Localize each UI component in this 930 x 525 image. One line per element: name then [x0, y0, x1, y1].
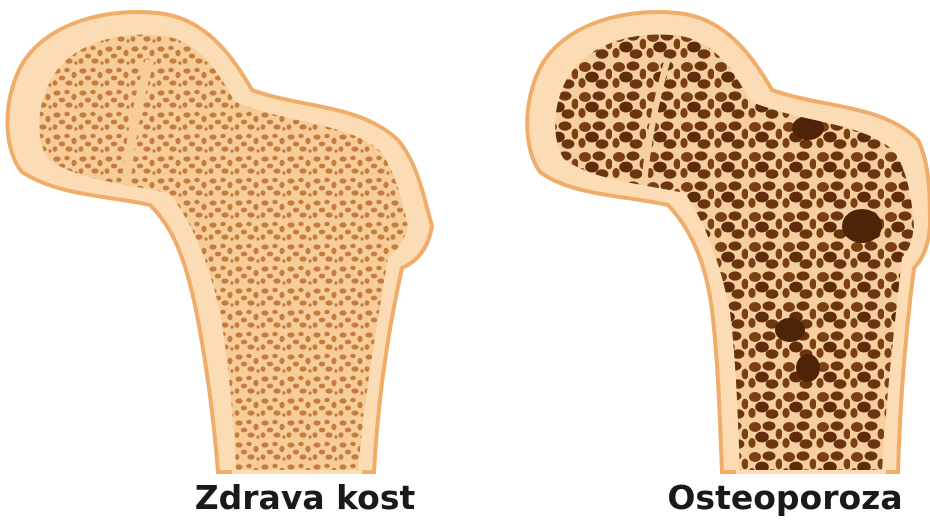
healthy-femur-icon — [0, 0, 460, 480]
healthy-bone-label: Zdrava kost — [160, 478, 450, 518]
osteoporosis-label: Osteoporoza — [655, 478, 915, 518]
osteoporotic-femur-icon — [500, 0, 930, 480]
